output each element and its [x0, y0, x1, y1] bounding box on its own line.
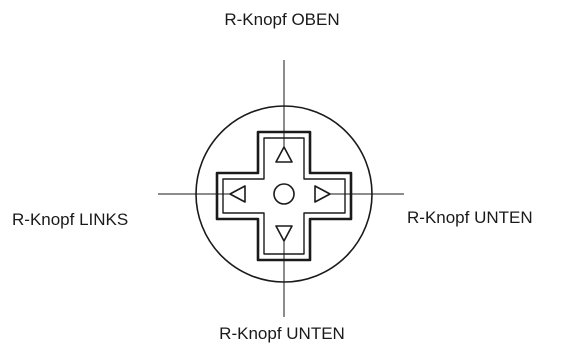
label-left: R-Knopf LINKS — [12, 210, 129, 229]
label-right: R-Knopf UNTEN — [407, 208, 533, 227]
label-up: R-Knopf OBEN — [224, 10, 340, 29]
triangle-down-icon — [275, 225, 293, 242]
triangle-up-icon — [275, 146, 293, 163]
triangle-right-icon — [314, 185, 331, 203]
d-pad-inner-outline — [222, 137, 346, 255]
d-pad-icon — [215, 130, 353, 262]
label-down: R-Knopf UNTEN — [219, 324, 345, 343]
center-circle-icon — [273, 183, 295, 205]
triangle-left-icon — [229, 185, 246, 203]
